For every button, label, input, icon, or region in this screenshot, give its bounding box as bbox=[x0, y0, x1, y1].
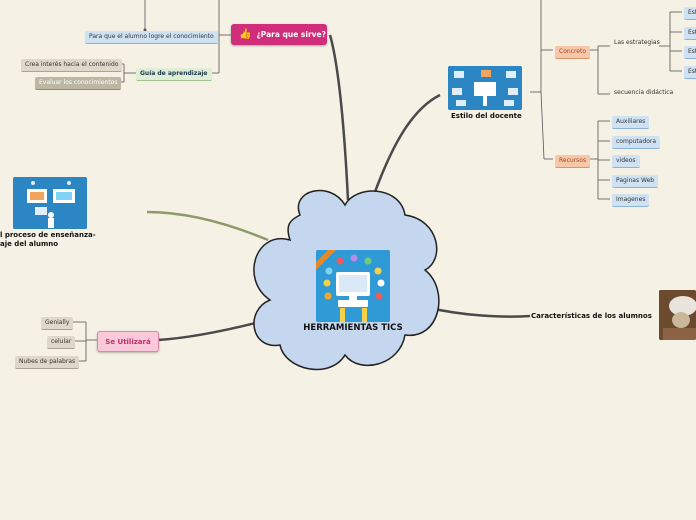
caracteristicas-illustration bbox=[659, 290, 696, 340]
logre-conocimiento-node[interactable]: Para que el alumno logre el conocimiento bbox=[85, 31, 218, 44]
proceso-ensenanza-line-1[interactable]: l proceso de enseñanza- bbox=[0, 231, 96, 239]
recurso-paginas-web[interactable]: Paginas Web bbox=[612, 175, 659, 188]
estilo-docente-title[interactable]: Estilo del docente bbox=[451, 112, 522, 120]
recurso-videos[interactable]: videos bbox=[612, 155, 640, 168]
proceso-ensenanza-line-2[interactable]: aje del alumno bbox=[0, 240, 59, 248]
computer-apps-icon bbox=[316, 250, 390, 322]
guia-aprendizaje-node[interactable]: Guía de aprendizaje bbox=[136, 68, 212, 81]
estrategias-node[interactable]: Las estrategias bbox=[614, 39, 660, 46]
recurso-imagenes[interactable]: Imagenes bbox=[612, 194, 650, 207]
evaluar-conocimientos-node[interactable]: Evaluar los conocimientos bbox=[35, 77, 122, 90]
recursos-node[interactable]: Recursos bbox=[555, 155, 591, 168]
center-illustration bbox=[316, 250, 390, 322]
se-utilizara-topic[interactable]: Se Utilizará bbox=[97, 331, 159, 352]
guia-aprendizaje-label: Guía de aprendizaje bbox=[140, 70, 208, 77]
online-learning-icon bbox=[13, 177, 87, 229]
genially-node[interactable]: Genially bbox=[41, 317, 74, 330]
nubes-palabras-node[interactable]: Nubes de palabras bbox=[15, 356, 80, 369]
thumbs-up-icon: 👍 bbox=[239, 29, 252, 40]
estrategia-item-2[interactable]: Est bbox=[684, 27, 696, 40]
concreto-node[interactable]: Concreto bbox=[555, 46, 591, 59]
estrategia-item-3[interactable]: Est bbox=[684, 46, 696, 59]
caracteristicas-title[interactable]: Características de los alumnos bbox=[531, 312, 652, 320]
estilo-docente-illustration bbox=[448, 66, 522, 110]
para-que-sirve-topic[interactable]: 👍 ¿Para que sirve? bbox=[231, 24, 327, 45]
crea-interes-node[interactable]: Crea interés hacia el contenido bbox=[21, 59, 123, 72]
celular-node[interactable]: celular bbox=[47, 336, 76, 349]
secuencia-didactica-node[interactable]: secuencia didáctica bbox=[614, 89, 674, 96]
center-title[interactable]: HERRAMIENTAS TICS bbox=[303, 323, 403, 333]
para-que-sirve-label: ¿Para que sirve? bbox=[256, 30, 326, 39]
proceso-illustration bbox=[13, 177, 87, 229]
recurso-auxiliares[interactable]: Auxiliares bbox=[612, 116, 650, 129]
students-photo-icon bbox=[659, 290, 696, 340]
estrategia-item-4[interactable]: Est bbox=[684, 66, 696, 79]
estrategia-item-1[interactable]: Est bbox=[684, 7, 696, 20]
network-people-icon bbox=[448, 66, 522, 110]
recurso-computadora[interactable]: computadora bbox=[612, 136, 661, 149]
